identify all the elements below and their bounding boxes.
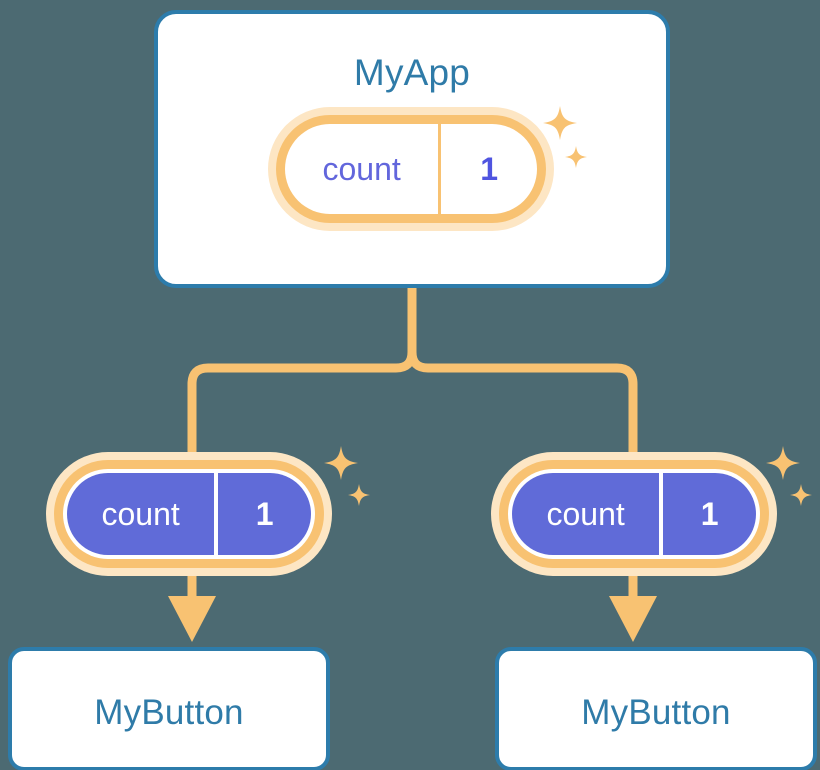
sparkle-icon: [324, 446, 358, 480]
mybutton-label: MyButton: [581, 693, 731, 732]
mybutton-card-left[interactable]: MyButton: [8, 647, 330, 770]
state-value-label: 1: [255, 495, 274, 532]
page-title: MyApp: [353, 52, 471, 93]
mybutton-label: MyButton: [94, 693, 244, 732]
mybutton-card-right[interactable]: MyButton: [495, 647, 817, 770]
pill-inner-fill: count 1: [67, 473, 311, 555]
state-pill-child-left[interactable]: count 1: [46, 452, 332, 576]
state-value-label: 1: [480, 150, 499, 187]
sparkle-small-icon: [348, 484, 370, 506]
state-pill-child-right[interactable]: count 1: [491, 452, 777, 576]
arrow-down-icon-left: [168, 570, 216, 642]
state-key-label: count: [67, 473, 219, 555]
branch-connector-right-icon: [407, 347, 638, 457]
state-value-label: 1: [700, 495, 719, 532]
sparkle-icon: [766, 446, 800, 480]
arrow-down-icon-right: [609, 570, 657, 642]
branch-connector-icon: [187, 283, 417, 457]
pill-body: count 1: [285, 124, 537, 214]
state-key-label: count: [512, 473, 664, 555]
state-key-label: count: [285, 124, 442, 214]
state-pill-app[interactable]: count 1: [268, 107, 554, 231]
pill-inner-fill: count 1: [512, 473, 756, 555]
sparkle-small-icon: [790, 484, 812, 506]
